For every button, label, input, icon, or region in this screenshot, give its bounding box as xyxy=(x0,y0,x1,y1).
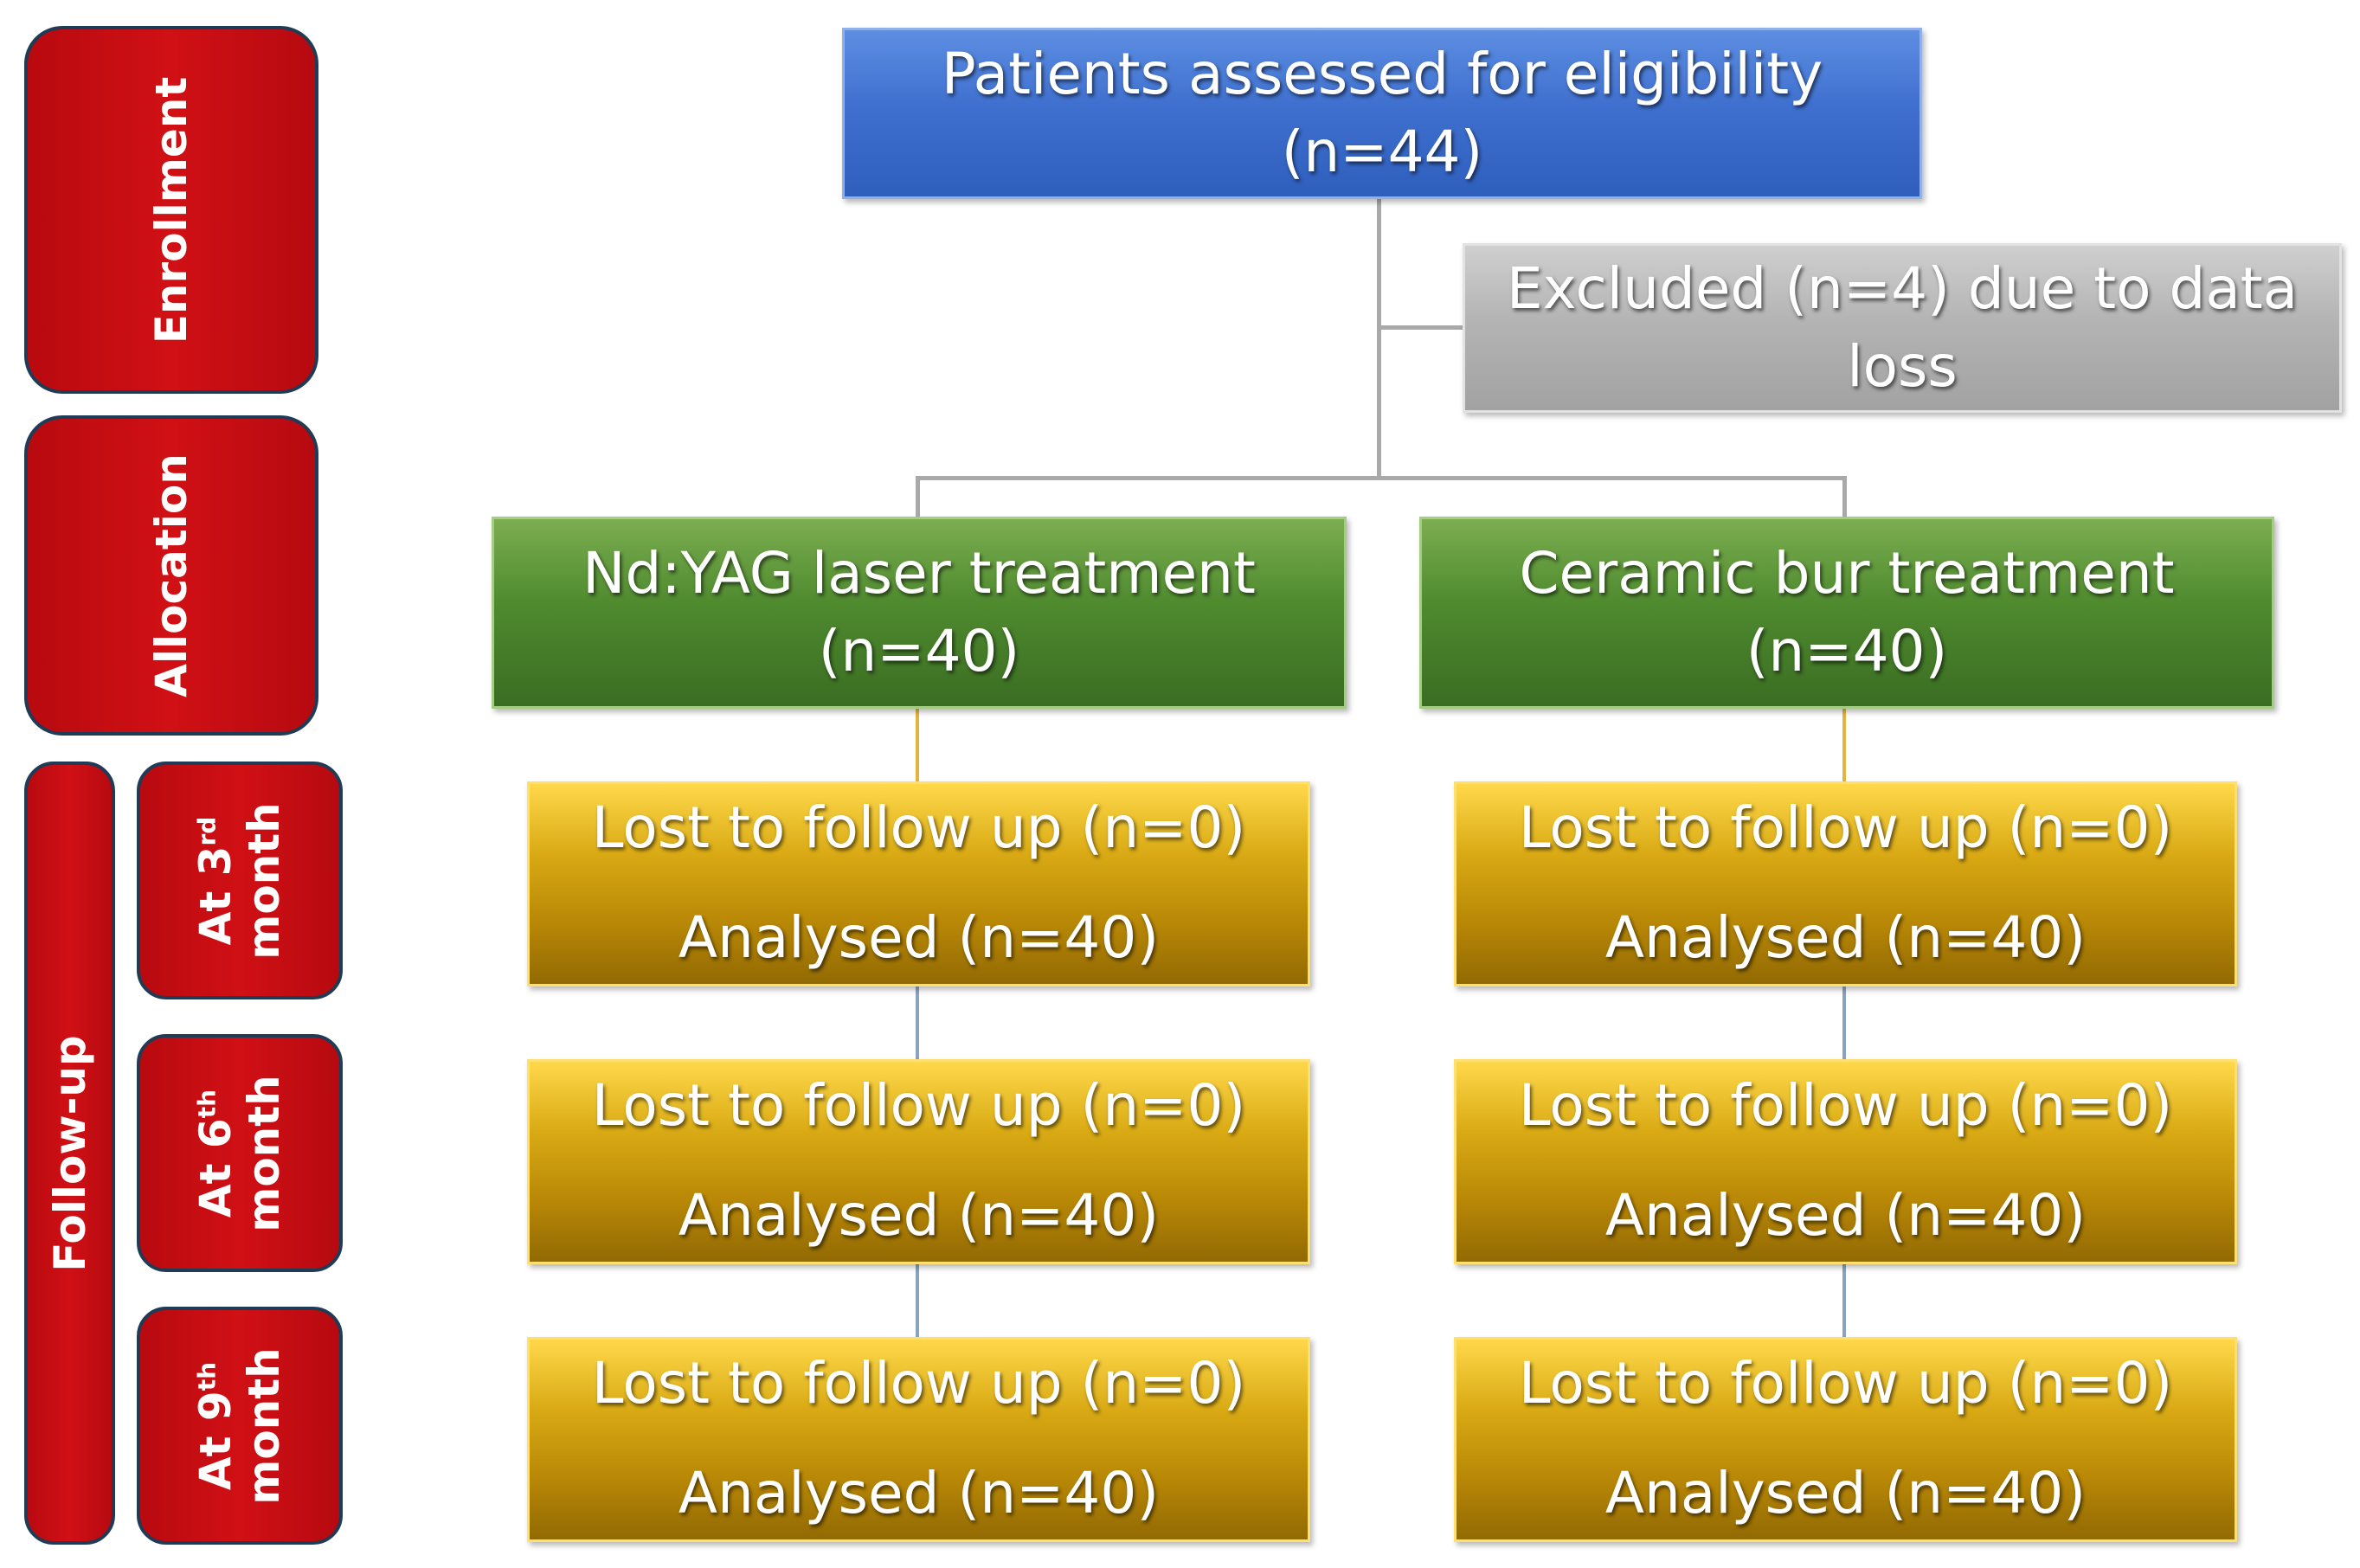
box-assessed-line1: Patients assessed for eligibility xyxy=(941,41,1823,108)
box-excluded: Excluded (n=4) due to data loss xyxy=(1463,243,2342,413)
stage-month-9-label: At 9th month xyxy=(190,1346,289,1505)
ceramic-m3-lost: Lost to follow up (n=0) xyxy=(1518,794,2173,861)
connector-right-m3-to-m6 xyxy=(1842,986,1846,1060)
box-ceramic-month-3: Lost to follow up (n=0) Analysed (n=40) xyxy=(1454,781,2237,986)
ceramic-m9-analysed: Analysed (n=40) xyxy=(1604,1460,2087,1527)
arm-ceramic-count: (n=40) xyxy=(1746,618,1948,684)
stage-followup: Follow-up xyxy=(24,762,115,1545)
connector-left-m6-to-m9 xyxy=(916,1263,919,1338)
box-laser-month-9: Lost to follow up (n=0) Analysed (n=40) xyxy=(527,1337,1310,1542)
arm-laser-count: (n=40) xyxy=(818,618,1020,684)
laser-m6-analysed: Analysed (n=40) xyxy=(678,1182,1160,1250)
stage-month-3-label: At 3rd month xyxy=(190,801,289,960)
box-excluded-line2: loss xyxy=(1847,333,1958,400)
stage-month-9: At 9th month xyxy=(137,1307,343,1545)
arm-ceramic-title: Ceramic bur treatment xyxy=(1519,540,2175,607)
box-arm-ceramic: Ceramic bur treatment (n=40) xyxy=(1419,517,2274,709)
laser-m9-analysed: Analysed (n=40) xyxy=(678,1460,1160,1527)
stage-month-3: At 3rd month xyxy=(137,762,343,999)
box-arm-laser: Nd:YAG laser treatment (n=40) xyxy=(492,517,1347,709)
box-excluded-line1: Excluded (n=4) due to data xyxy=(1506,255,2299,323)
connector-right-arm-to-m3 xyxy=(1842,708,1846,782)
stage-enrollment: Enrollment xyxy=(24,26,318,394)
connector-assessed-down xyxy=(1377,197,1381,479)
connector-excluded-branch xyxy=(1377,325,1463,330)
ceramic-m6-analysed: Analysed (n=40) xyxy=(1604,1182,2087,1250)
connector-arm-left-drop xyxy=(916,476,920,519)
ceramic-m6-lost: Lost to follow up (n=0) xyxy=(1518,1072,2173,1139)
stage-allocation-label: Allocation xyxy=(146,453,196,697)
connector-arms-horizontal xyxy=(916,476,1847,480)
box-assessed: Patients assessed for eligibility (n=44) xyxy=(842,28,1922,199)
connector-left-m3-to-m6 xyxy=(916,986,919,1060)
connector-right-m6-to-m9 xyxy=(1842,1263,1846,1338)
arm-laser-title: Nd:YAG laser treatment xyxy=(582,540,1256,607)
laser-m6-lost: Lost to follow up (n=0) xyxy=(591,1072,1246,1139)
ceramic-m3-analysed: Analysed (n=40) xyxy=(1604,904,2087,972)
stage-followup-label: Follow-up xyxy=(44,1034,95,1272)
box-ceramic-month-6: Lost to follow up (n=0) Analysed (n=40) xyxy=(1454,1059,2237,1264)
box-ceramic-month-9: Lost to follow up (n=0) Analysed (n=40) xyxy=(1454,1337,2237,1542)
box-laser-month-6: Lost to follow up (n=0) Analysed (n=40) xyxy=(527,1059,1310,1264)
connector-arm-right-drop xyxy=(1842,476,1847,519)
stage-month-6-label: At 6th month xyxy=(190,1074,289,1232)
laser-m9-lost: Lost to follow up (n=0) xyxy=(591,1350,1246,1417)
laser-m3-lost: Lost to follow up (n=0) xyxy=(591,794,1246,861)
stage-month-6: At 6th month xyxy=(137,1034,343,1272)
ceramic-m9-lost: Lost to follow up (n=0) xyxy=(1518,1350,2173,1417)
connector-left-arm-to-m3 xyxy=(916,708,919,782)
laser-m3-analysed: Analysed (n=40) xyxy=(678,904,1160,972)
stage-allocation: Allocation xyxy=(24,415,318,736)
stage-enrollment-label: Enrollment xyxy=(146,76,196,344)
box-laser-month-3: Lost to follow up (n=0) Analysed (n=40) xyxy=(527,781,1310,986)
box-assessed-line2: (n=44) xyxy=(1281,119,1483,185)
